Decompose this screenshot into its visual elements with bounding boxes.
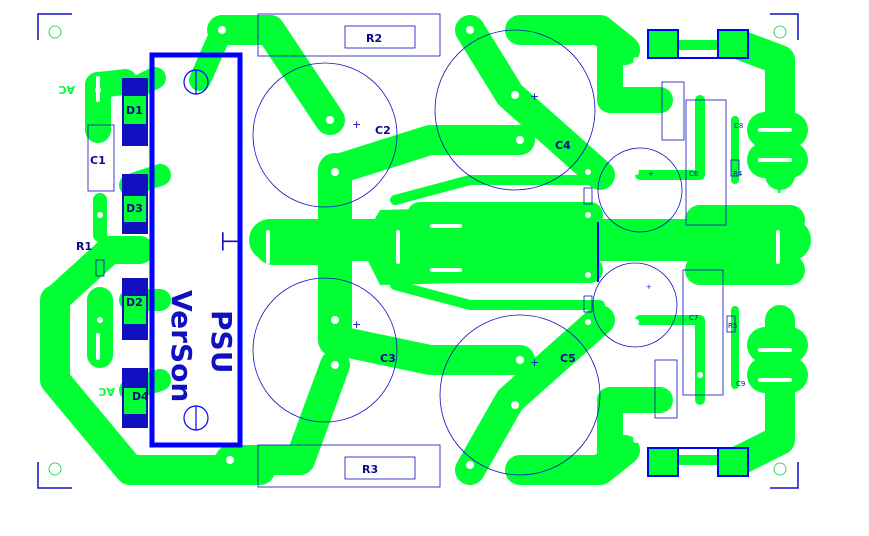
- cap-c4-outline: [434, 29, 596, 191]
- cap-c2-outline: [252, 62, 398, 208]
- cap-c5-outline: [439, 314, 601, 476]
- board-title: PSU: [205, 310, 238, 373]
- cap-c7-outline: [592, 262, 678, 348]
- label-c6: C6: [689, 170, 699, 178]
- regulator-heatsink: [149, 52, 243, 448]
- label-r3: R3: [362, 463, 378, 476]
- label-ac-bottom: AC: [98, 385, 115, 398]
- cap-plus-c6: +: [648, 170, 654, 178]
- label-c1: C1: [90, 154, 106, 167]
- label-d4: D4: [132, 390, 149, 403]
- polarity-minus: −: [772, 307, 790, 332]
- label-r2: R2: [366, 32, 382, 45]
- label-c2: C2: [375, 124, 391, 137]
- ground-symbol: ⊥: [215, 230, 245, 253]
- label-c4: C4: [555, 139, 571, 152]
- output-connectors: [597, 29, 749, 477]
- board-subtitle: VerSon: [165, 290, 198, 402]
- label-c8: C8: [734, 122, 743, 130]
- label-d3: D3: [126, 202, 143, 215]
- r2-body: [257, 13, 441, 57]
- label-c3: C3: [380, 352, 396, 365]
- label-r1: R1: [76, 240, 92, 253]
- label-d1: D1: [126, 104, 143, 117]
- copper-pours: [255, 205, 795, 285]
- cap-c3-outline: [252, 277, 398, 423]
- labels: R2 R3 C2 C3 C4 C5 C1 R1 D1 D3 D2 D4 C6 C…: [58, 32, 790, 476]
- cap-plus-c5: +: [530, 356, 539, 369]
- label-r4: R4: [733, 170, 743, 178]
- label-c7: C7: [689, 314, 698, 322]
- label-c5: C5: [560, 352, 576, 365]
- cap-plus-c4: +: [530, 90, 539, 103]
- cap-c6-outline: [597, 147, 683, 233]
- slot-pads: [96, 76, 792, 382]
- silkscreen: [87, 13, 740, 488]
- label-ac-top: AC: [58, 83, 75, 96]
- diodes: [122, 78, 148, 428]
- label-d2: D2: [126, 296, 143, 309]
- label-c9: C9: [736, 380, 745, 388]
- r3-body: [257, 444, 441, 488]
- polarity-plus: +: [770, 174, 788, 199]
- cap-plus-c7: +: [646, 283, 652, 291]
- label-r5: R5: [728, 322, 737, 330]
- cap-plus-c2: +: [352, 118, 361, 131]
- cap-plus-c3: +: [352, 318, 361, 331]
- pad-holes: [95, 26, 738, 469]
- c1-body: [87, 124, 115, 192]
